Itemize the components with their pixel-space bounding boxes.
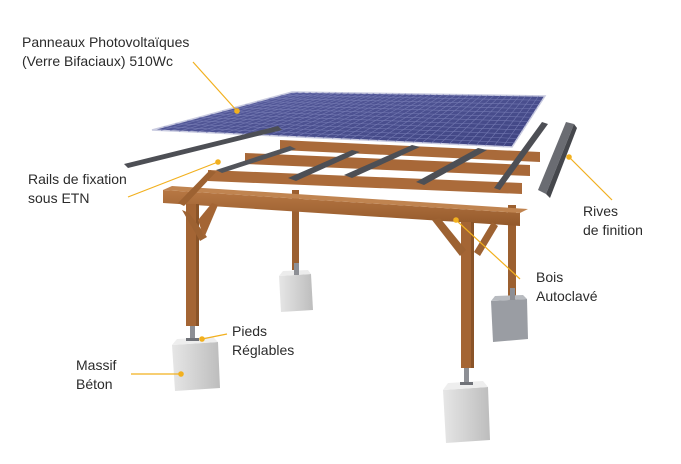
concrete-block-front-right — [443, 381, 490, 443]
adjustable-foot-front-right — [460, 368, 473, 385]
adjustable-foot-front-left — [186, 326, 199, 341]
back-posts — [292, 190, 516, 300]
edge-trim — [538, 122, 577, 198]
label-rails-line2: sous ETN — [28, 190, 90, 206]
label-rails: Rails de fixation sous ETN — [28, 170, 127, 208]
label-rives: Rives de finition — [583, 202, 643, 240]
label-rails-line1: Rails de fixation — [28, 171, 127, 187]
concrete-block-front-left — [172, 337, 220, 391]
side-beam-left — [178, 170, 216, 206]
knee-braces — [182, 203, 498, 256]
concrete-block-back-right — [491, 295, 528, 342]
front-beam — [163, 186, 528, 226]
label-bois-line1: Bois — [536, 269, 564, 285]
label-rives-line2: de finition — [583, 222, 643, 238]
label-pieds-line2: Réglables — [232, 342, 295, 358]
label-massif-line1: Massif — [76, 357, 117, 373]
label-bois: Bois Autoclavé — [536, 268, 597, 306]
adjustable-foot-back-right — [510, 288, 515, 300]
label-massif: Massif Béton — [76, 356, 116, 394]
adjustable-foot-back-left — [294, 263, 299, 275]
label-panels: Panneaux Photovoltaïques (Verre Bifaciau… — [22, 33, 189, 71]
label-panels-line1: Panneaux Photovoltaïques — [22, 34, 190, 50]
label-massif-line2: Béton — [76, 376, 113, 392]
label-pieds: Pieds Réglables — [232, 322, 294, 360]
label-pieds-line1: Pieds — [232, 323, 268, 339]
concrete-block-back-left — [279, 270, 313, 312]
mounting-rails — [124, 122, 548, 190]
leader-lines — [127, 61, 613, 377]
solar-panel-array — [151, 91, 547, 148]
label-panels-line2: (Verre Bifaciaux) 510Wc — [22, 53, 173, 69]
label-rives-line1: Rives — [583, 203, 619, 219]
label-bois-line2: Autoclavé — [536, 288, 598, 304]
front-posts — [186, 204, 474, 368]
